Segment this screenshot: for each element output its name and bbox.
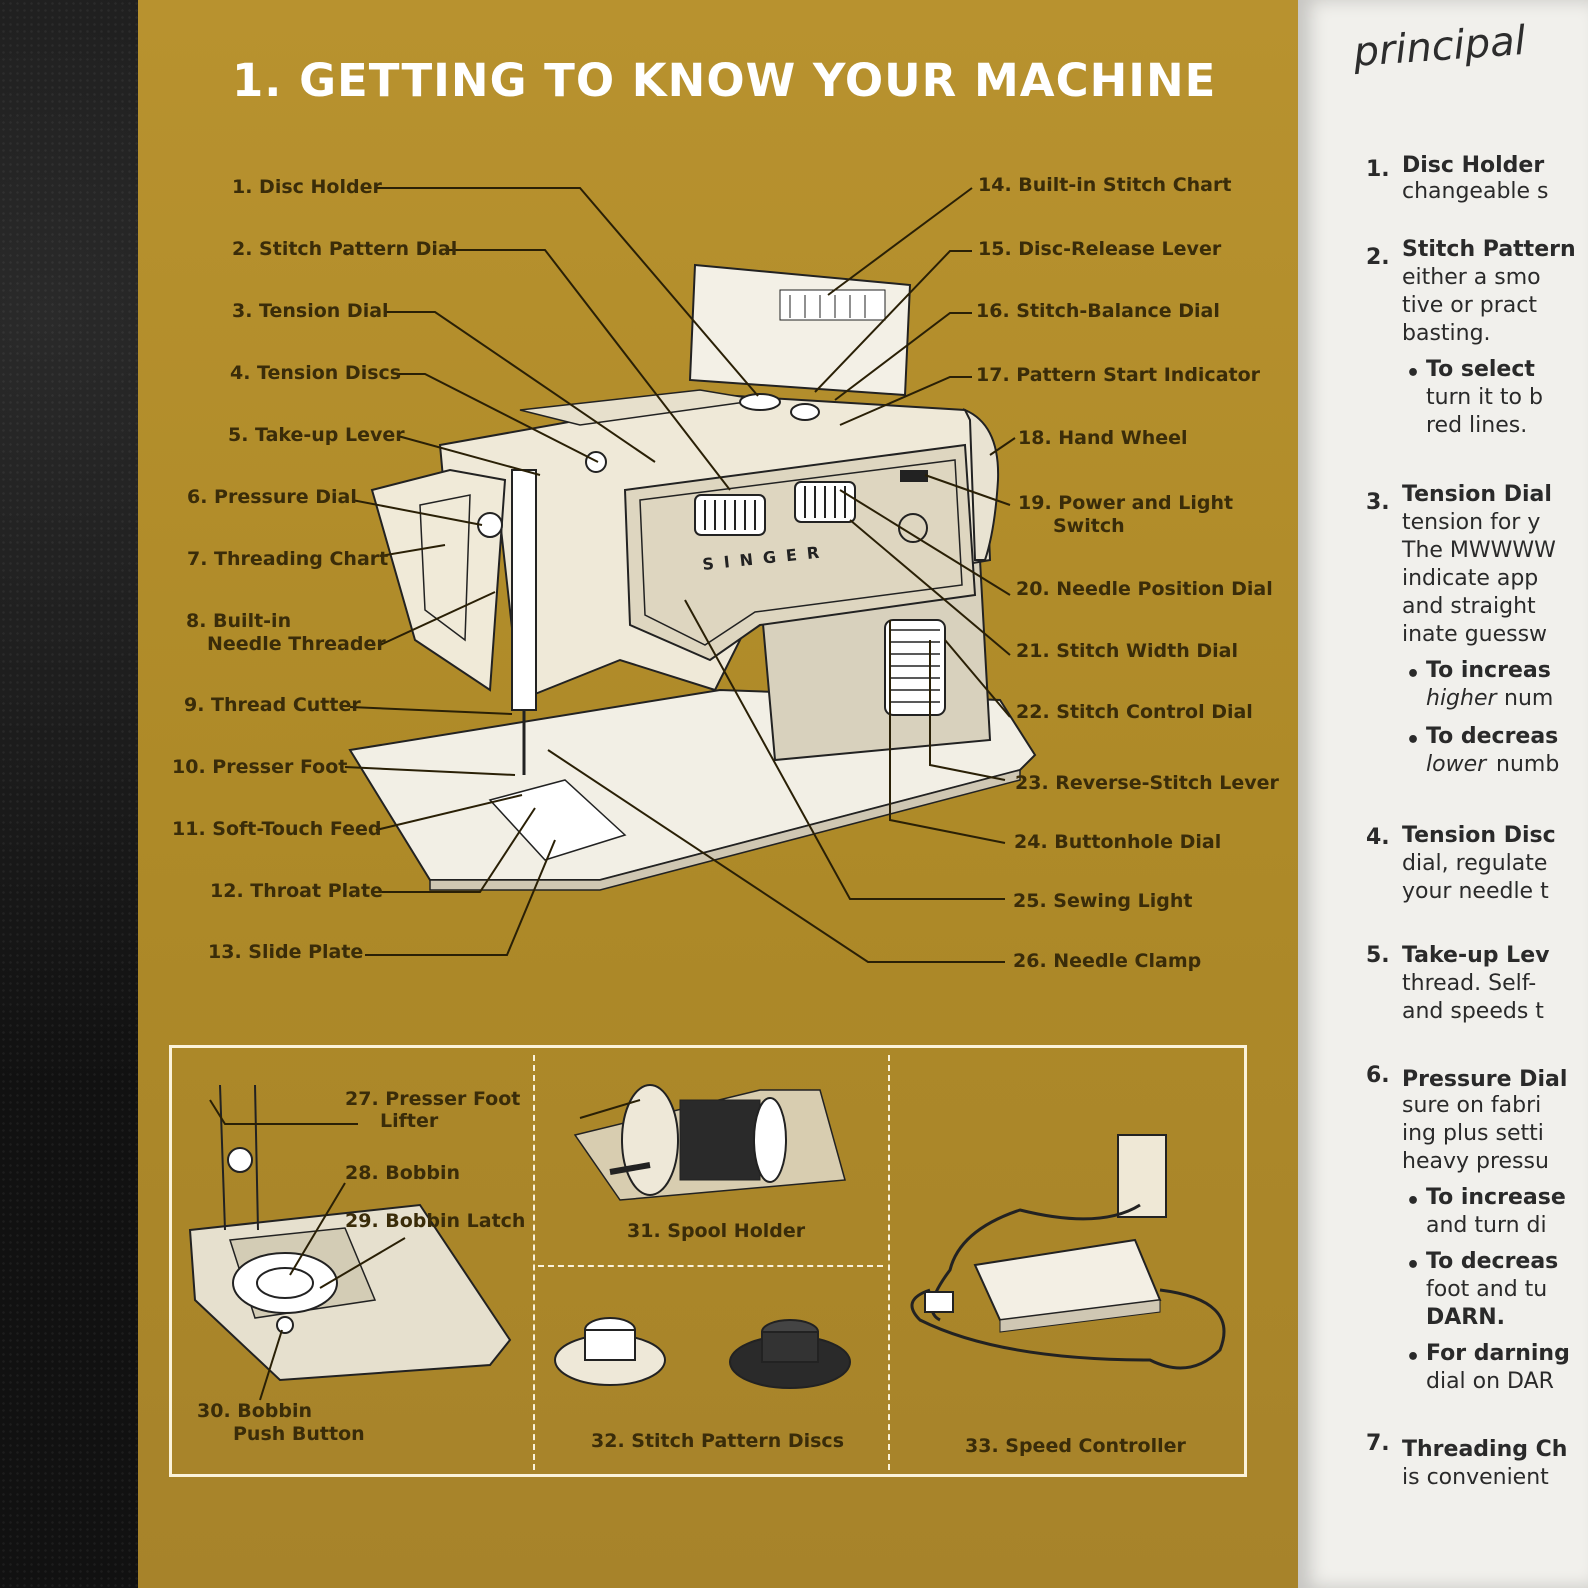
label-reverse-stitch-lever: 23. Reverse-Stitch Lever xyxy=(1015,772,1279,794)
label-pressure-dial: 6. Pressure Dial xyxy=(187,486,357,508)
bullet: • xyxy=(1406,1189,1421,1214)
leather-background xyxy=(0,0,140,1588)
label-pattern-start-indicator: 17. Pattern Start Indicator xyxy=(976,364,1261,386)
label-stitch-pattern-dial: 2. Stitch Pattern Dial xyxy=(232,238,458,260)
bullet-text: dial on DAR xyxy=(1426,1369,1554,1394)
label-needle-clamp: 26. Needle Clamp xyxy=(1013,950,1202,972)
item-title: Tension Dial xyxy=(1402,482,1552,507)
label-presser-foot: 10. Presser Foot xyxy=(172,756,348,778)
item-text: thread. Self- xyxy=(1402,971,1537,996)
label-tension-discs: 4. Tension Discs xyxy=(230,362,402,384)
label-tension-dial: 3. Tension Dial xyxy=(232,300,389,322)
item-title: Threading Ch xyxy=(1402,1437,1568,1462)
item-text: changeable s xyxy=(1402,179,1549,204)
item-text: indicate app xyxy=(1402,566,1539,591)
item-text: basting. xyxy=(1402,321,1491,346)
label-slide-plate: 13. Slide Plate xyxy=(208,941,364,963)
bullet-text: numb xyxy=(1496,752,1560,777)
item-text: and speeds t xyxy=(1402,999,1544,1024)
label-bobbin: 28. Bobbin xyxy=(345,1162,461,1184)
label-power-and-light: 19. Power and Light xyxy=(1018,492,1234,514)
item-number: 3. xyxy=(1366,490,1390,515)
bullet: • xyxy=(1406,728,1421,753)
item-title: Stitch Pattern xyxy=(1402,237,1576,262)
label-stitch-width-dial: 21. Stitch Width Dial xyxy=(1016,640,1238,662)
label-built-in-stitch-chart: 14. Built-in Stitch Chart xyxy=(978,174,1232,196)
item-text: The MWWWW xyxy=(1402,538,1556,563)
bullet-title: For darning xyxy=(1426,1341,1570,1366)
item-title: Take-up Lev xyxy=(1402,943,1550,968)
item-number: 2. xyxy=(1366,245,1390,270)
right-page-column: 1. Disc Holder changeable s 2. Stitch Pa… xyxy=(1366,130,1588,1588)
bullet-title: To decreas xyxy=(1426,1249,1559,1274)
item-text: tension for y xyxy=(1402,510,1541,535)
label-take-up-lever: 5. Take-up Lever xyxy=(228,424,405,446)
item-number: 6. xyxy=(1366,1063,1390,1088)
label-speed-controller: 33. Speed Controller xyxy=(965,1435,1186,1457)
label-disc-release-lever: 15. Disc-Release Lever xyxy=(978,238,1222,260)
bullet-text: red lines. xyxy=(1426,413,1528,438)
label-sewing-light: 25. Sewing Light xyxy=(1013,890,1193,912)
label-bobbin-push-button-2: Push Button xyxy=(233,1423,365,1445)
label-switch: Switch xyxy=(1053,515,1125,537)
bullet-title: To decreas xyxy=(1426,724,1559,749)
item-text: dial, regulate xyxy=(1402,851,1548,876)
item-text: heavy pressu xyxy=(1402,1149,1549,1174)
label-needle-position-dial: 20. Needle Position Dial xyxy=(1016,578,1273,600)
item-text: is convenient xyxy=(1402,1465,1549,1490)
label-built-in: 8. Built-in xyxy=(186,610,292,632)
inset-divider-2 xyxy=(888,1055,890,1470)
bullet-text: turn it to b xyxy=(1426,385,1543,410)
bullet-title: To increase xyxy=(1426,1185,1566,1210)
label-disc-holder: 1. Disc Holder xyxy=(232,176,382,198)
item-text: your needle t xyxy=(1402,879,1549,904)
item-title: Disc Holder xyxy=(1402,153,1545,178)
detail-inset-box xyxy=(169,1045,1247,1477)
label-stitch-control-dial: 22. Stitch Control Dial xyxy=(1016,701,1253,723)
label-stitch-pattern-discs: 32. Stitch Pattern Discs xyxy=(591,1430,845,1452)
item-text: and straight xyxy=(1402,594,1536,619)
inset-divider-1 xyxy=(533,1055,535,1470)
item-number: 4. xyxy=(1366,825,1390,850)
label-bobbin-push-button: 30. Bobbin xyxy=(197,1400,313,1422)
label-hand-wheel: 18. Hand Wheel xyxy=(1018,427,1188,449)
bullet-text: foot and tu xyxy=(1426,1277,1548,1302)
bullet-italic: higher xyxy=(1426,686,1497,711)
item-text: either a smo xyxy=(1402,265,1541,290)
item-number: 5. xyxy=(1366,943,1390,968)
inset-divider-3 xyxy=(538,1265,883,1267)
item-text: ing plus setti xyxy=(1402,1121,1544,1146)
item-text: inate guessw xyxy=(1402,622,1548,647)
label-bobbin-latch: 29. Bobbin Latch xyxy=(345,1210,526,1232)
bullet: • xyxy=(1406,361,1421,386)
label-presser-foot-lifter-2: Lifter xyxy=(380,1110,439,1132)
label-throat-plate: 12. Throat Plate xyxy=(210,880,383,902)
manual-right-page xyxy=(1298,0,1588,1588)
item-number: 1. xyxy=(1366,157,1390,182)
item-number: 7. xyxy=(1366,1431,1390,1456)
item-title: Pressure Dial xyxy=(1402,1067,1568,1092)
label-soft-touch-feed: 11. Soft-Touch Feed xyxy=(172,818,382,840)
bullet-text: and turn di xyxy=(1426,1213,1547,1238)
bullet-title: To select xyxy=(1426,357,1535,382)
item-text: sure on fabri xyxy=(1402,1093,1542,1118)
bullet: • xyxy=(1406,662,1421,687)
bullet: • xyxy=(1406,1345,1421,1370)
bullet-italic: lower xyxy=(1426,752,1487,777)
bullet-title: To increas xyxy=(1426,658,1551,683)
label-stitch-balance-dial: 16. Stitch-Balance Dial xyxy=(976,300,1220,322)
label-threading-chart: 7. Threading Chart xyxy=(187,548,389,570)
item-text: tive or pract xyxy=(1402,293,1537,318)
label-spool-holder: 31. Spool Holder xyxy=(627,1220,806,1242)
sewing-machine-diagram: SINGER xyxy=(344,187,1037,963)
label-thread-cutter: 9. Thread Cutter xyxy=(184,694,361,716)
bullet: • xyxy=(1406,1253,1421,1278)
item-title: Tension Disc xyxy=(1402,823,1556,848)
label-presser-foot-lifter: 27. Presser Foot xyxy=(345,1088,521,1110)
page-heading: 1. GETTING TO KNOW YOUR MACHINE xyxy=(232,54,1217,107)
label-buttonhole-dial: 24. Buttonhole Dial xyxy=(1014,831,1222,853)
label-needle-threader: Needle Threader xyxy=(207,633,386,655)
bullet-text: DARN. xyxy=(1426,1305,1505,1330)
bullet-text: num xyxy=(1504,686,1554,711)
